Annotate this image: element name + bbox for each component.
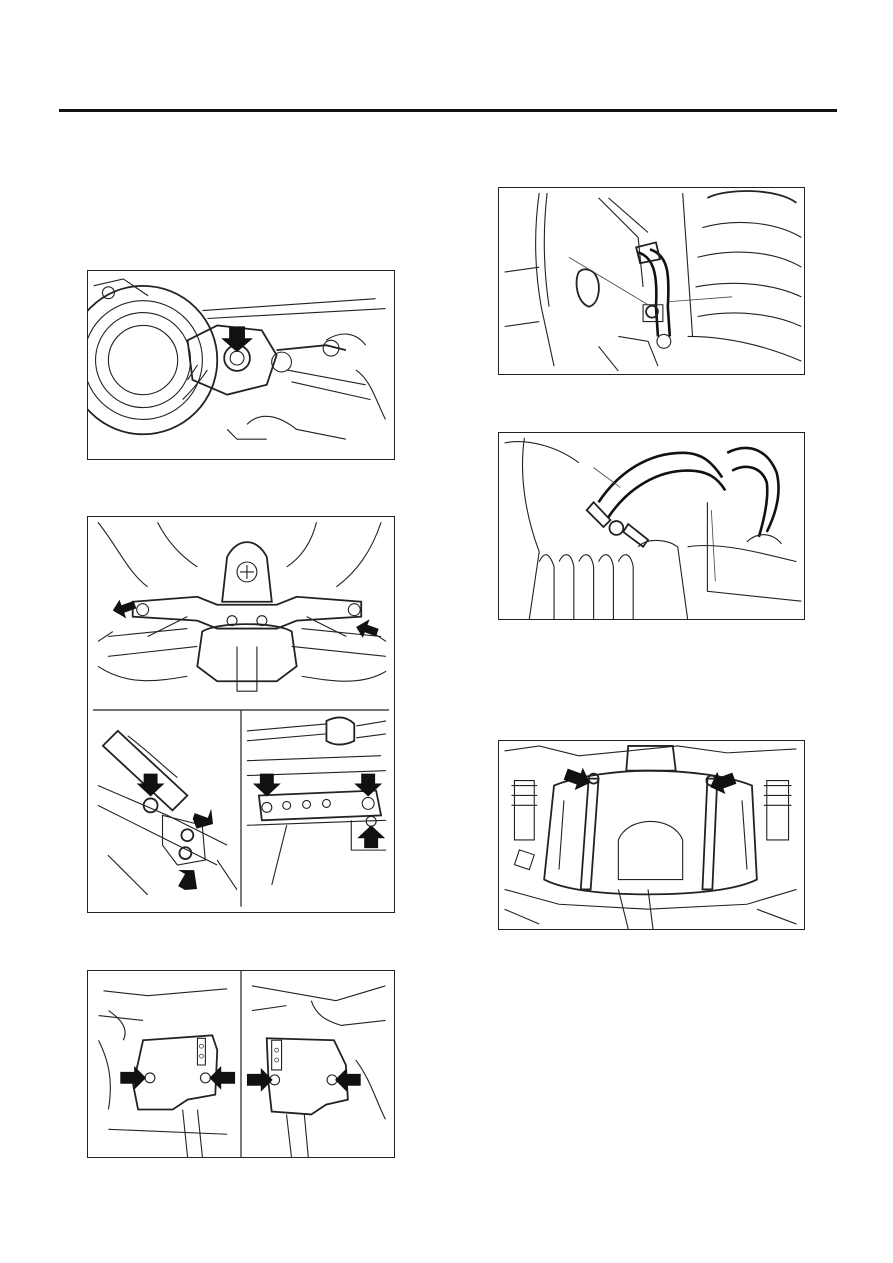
figure-support-bar-bolts xyxy=(498,740,805,930)
arrow-icon xyxy=(357,825,386,849)
figure-heat-shield-nuts xyxy=(87,970,395,1158)
figure-rear-crossmember-bolts xyxy=(87,516,395,913)
arrow-icon xyxy=(221,326,253,353)
arrow-icon xyxy=(112,599,137,619)
arrow-icon xyxy=(710,771,737,795)
rear-crossmember-bolts-illustration xyxy=(88,517,394,912)
figure-hose-connection xyxy=(498,432,805,620)
arrow-icon xyxy=(120,1065,147,1090)
arrow-icon xyxy=(192,808,213,829)
heat-shield-nuts-illustration xyxy=(88,971,394,1157)
hose-clamp-illustration xyxy=(499,188,804,374)
arrow-icon xyxy=(563,767,590,791)
rear-suspension-bolt-illustration xyxy=(88,271,394,459)
figure-hose-clamp xyxy=(498,187,805,375)
support-bar-bolts-illustration xyxy=(499,741,804,929)
header-rule xyxy=(59,109,837,112)
arrow-icon xyxy=(178,870,198,891)
hose-connection-illustration xyxy=(499,433,804,619)
arrow-icon xyxy=(356,619,379,638)
arrow-icon xyxy=(136,773,165,797)
figure-rear-suspension-bolt xyxy=(87,270,395,460)
arrow-icon xyxy=(252,773,281,797)
arrow-icon xyxy=(354,773,383,797)
arrow-icon xyxy=(209,1065,236,1090)
